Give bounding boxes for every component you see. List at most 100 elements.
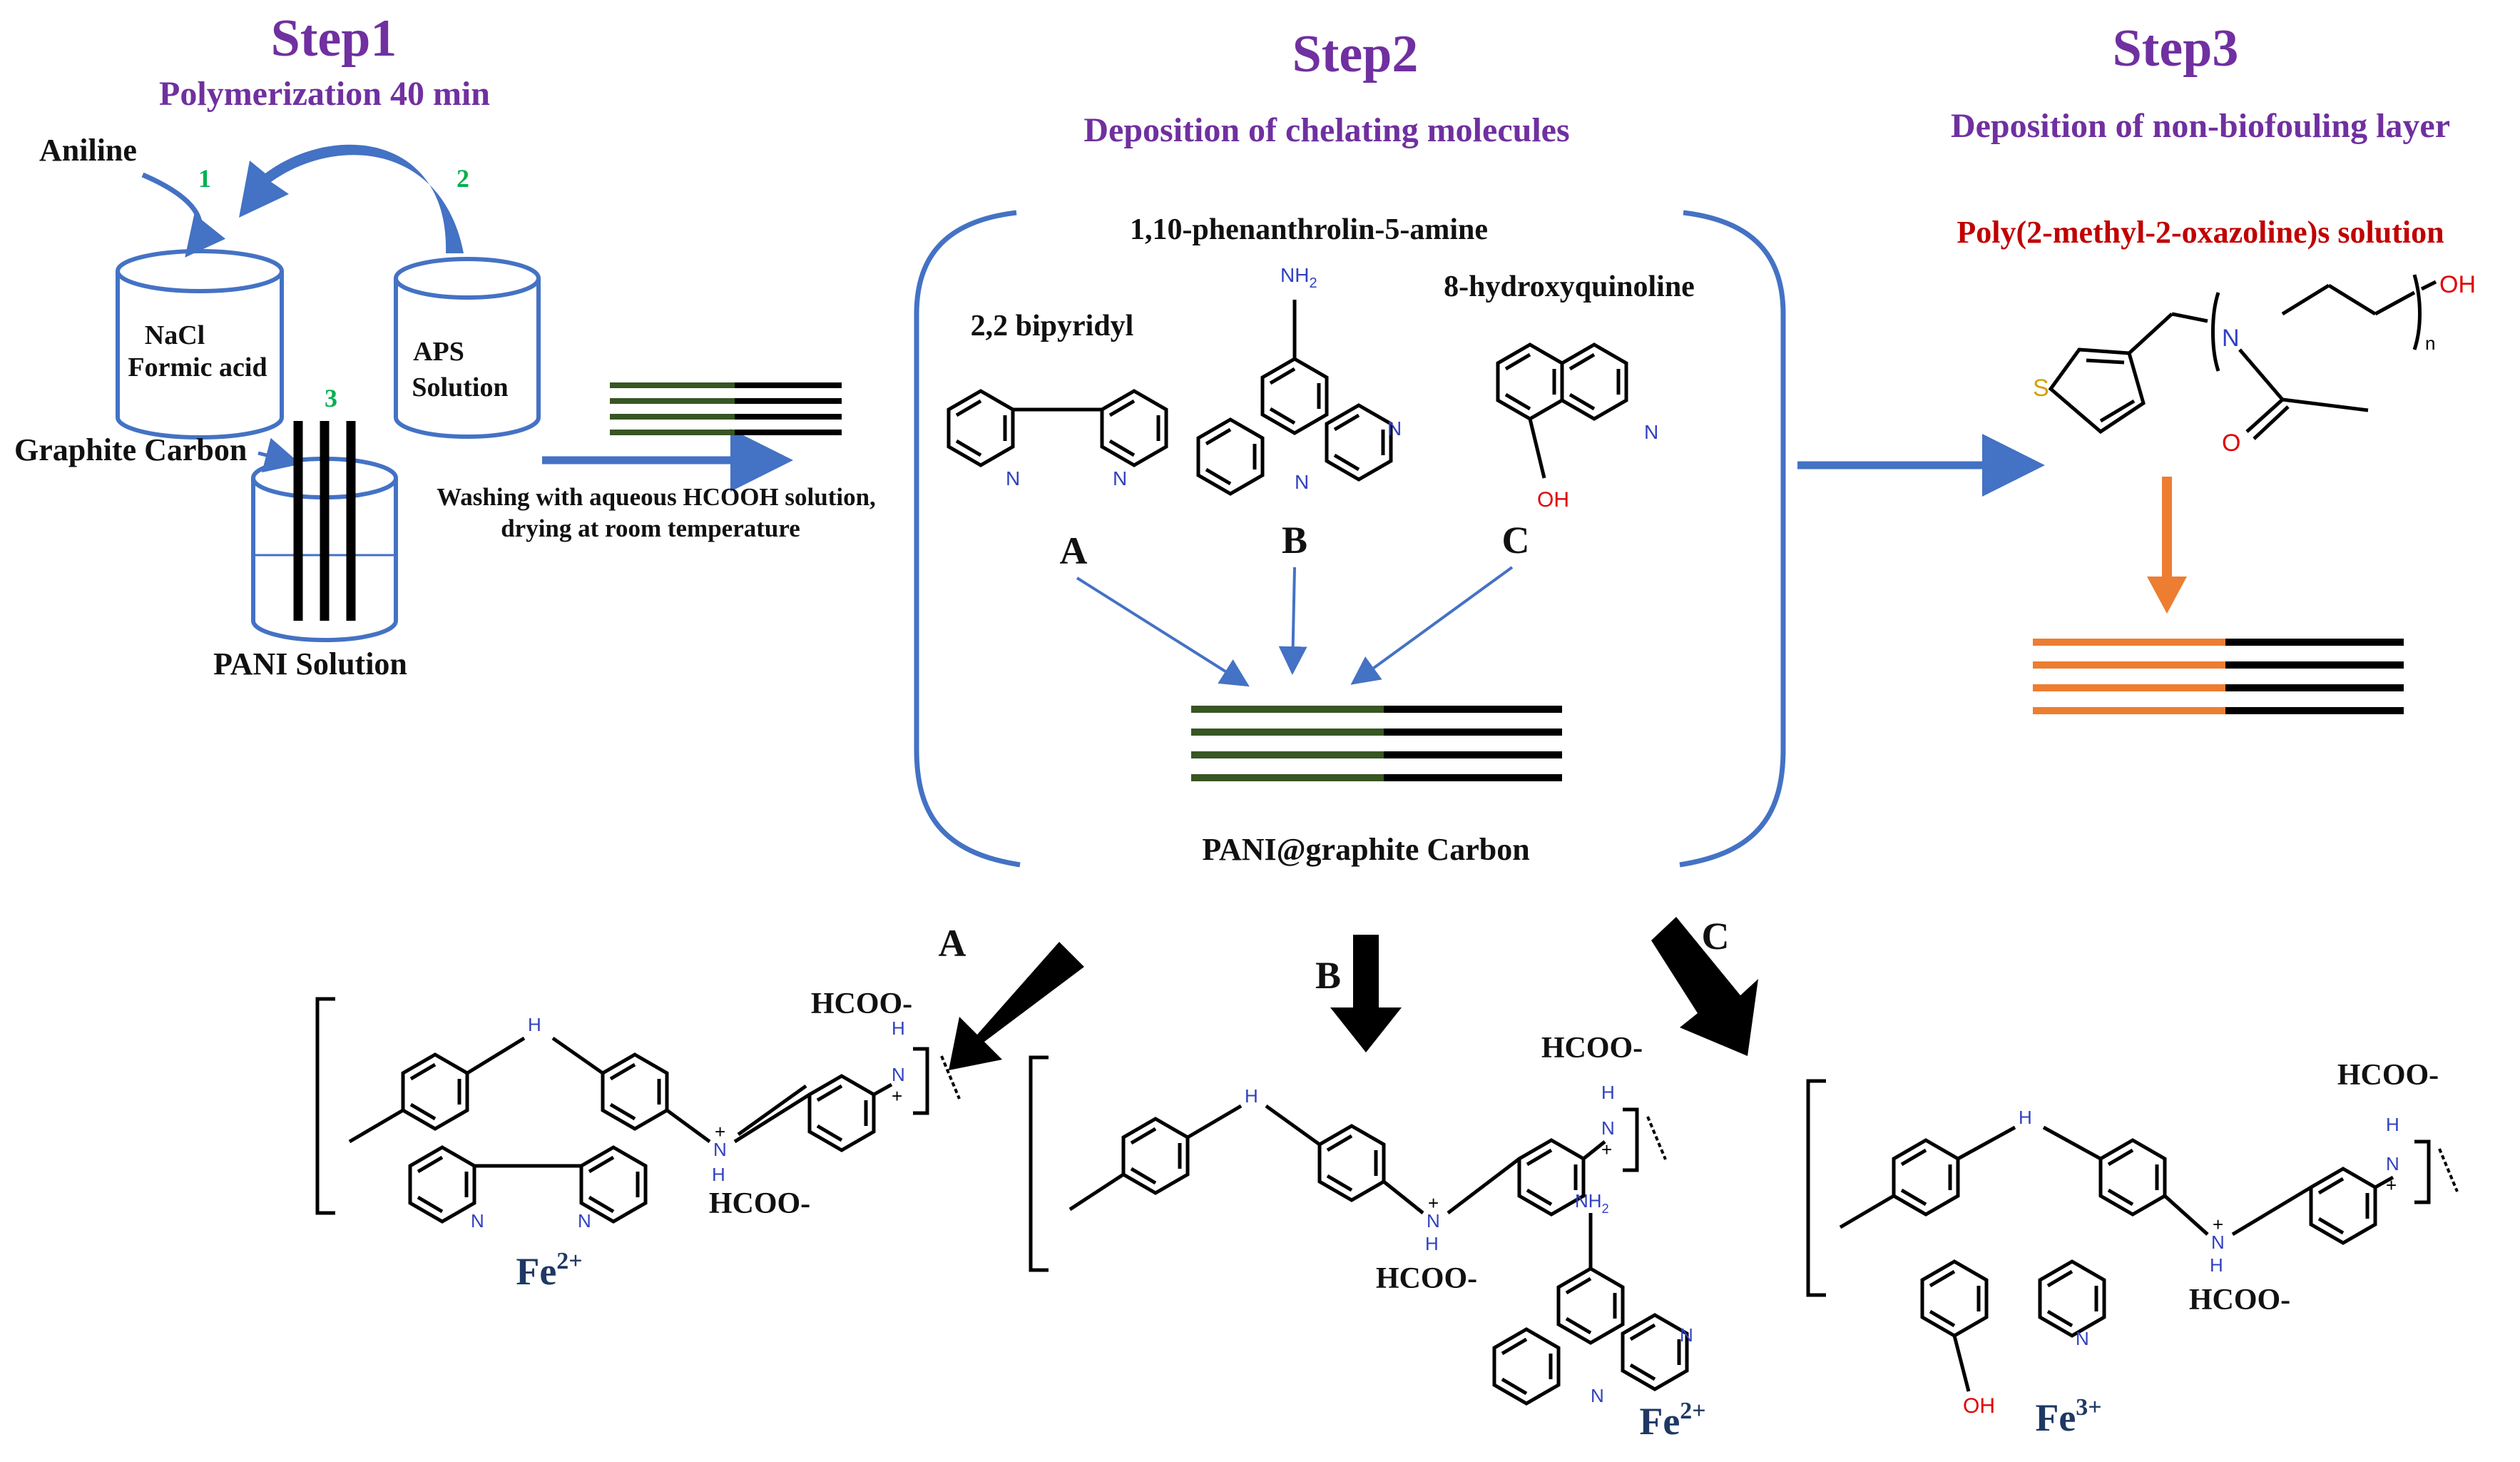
product-c-wavy: [2438, 1148, 2459, 1192]
product-a-n1: N: [713, 1139, 727, 1160]
product-b-py-n1: N: [1591, 1385, 1604, 1406]
product-a-fe: Fe2+: [516, 1248, 582, 1293]
orange-down-arrow-head: [2147, 577, 2187, 614]
product-c-h2: H: [2386, 1114, 2399, 1135]
product-b-formate1: HCOO-: [1541, 1032, 1643, 1065]
product-a-h2: H: [892, 1017, 905, 1039]
product-c-structure: [1839, 1125, 2394, 1392]
product-a-bracket: [315, 997, 335, 1215]
big-arrow-a: [949, 942, 1084, 1070]
product-a-plus2: +: [892, 1085, 902, 1107]
phen-n-bottom: N: [1295, 471, 1309, 493]
step-number-1: 1: [198, 164, 211, 193]
molecule-hydroxyquinoline: [1498, 345, 1626, 479]
molecule-bipyridyl: [949, 391, 1166, 465]
product-b-nh2: NH2: [1575, 1190, 1609, 1216]
molecule-phenanthroline: [1198, 300, 1391, 494]
product-a-plus1: +: [715, 1121, 725, 1142]
product-b-bracket: [1029, 1055, 1049, 1272]
step1-title: Step1: [271, 9, 397, 68]
hq-n: N: [1644, 421, 1658, 443]
product-c-nh: H: [2019, 1107, 2032, 1128]
step-number-3: 3: [325, 384, 337, 412]
letter-b: B: [1282, 519, 1307, 562]
step1-subtitle: Polymerization 40 min: [159, 75, 490, 113]
product-c-py-n: N: [2076, 1328, 2089, 1349]
right-brace: [1679, 210, 1786, 868]
arrow-c-to-electrode: [1350, 566, 1514, 685]
pani-solution-label: PANI Solution: [213, 646, 407, 681]
big-arrow-b-head: [1330, 1007, 1402, 1052]
pani-graphite-electrode: [1191, 706, 1562, 781]
product-a-structure: [348, 1036, 893, 1222]
product-b-n1: N: [1427, 1210, 1440, 1232]
product-c-formate2: HCOO-: [2189, 1284, 2290, 1316]
letter-c: C: [1502, 519, 1530, 562]
product-c-formate1: HCOO-: [2337, 1059, 2439, 1092]
product-c-fe: Fe3+: [2035, 1394, 2101, 1439]
beaker-nacl: [116, 249, 284, 440]
product-c-oh: OH: [1963, 1394, 1995, 1418]
beaker-aps: [394, 257, 541, 439]
final-electrode: [2033, 639, 2404, 714]
aps-transfer-arrow: [239, 144, 464, 253]
pmeox-s: S: [2033, 375, 2049, 402]
product-c-n1: N: [2211, 1232, 2225, 1253]
product-b-nh: H: [1245, 1085, 1258, 1107]
step2-subtitle: Deposition of chelating molecules: [1083, 111, 1569, 149]
pmeox-oh: OH: [2439, 271, 2476, 298]
product-b-wavy: [1646, 1116, 1667, 1160]
product-c-bracket-right: [2414, 1139, 2431, 1204]
product-b-formate2: HCOO-: [1376, 1262, 1477, 1295]
product-b-fe: Fe2+: [1639, 1398, 1705, 1443]
step-number-2: 2: [456, 164, 469, 193]
arrow-a-to-electrode: [1076, 577, 1250, 687]
bipy-n-right: N: [1113, 467, 1127, 489]
pmeox-n-sub: n: [2425, 332, 2435, 354]
hq-name: 8-hydroxyquinoline: [1444, 270, 1695, 303]
product-a-h1: H: [712, 1164, 725, 1185]
product-b-py-n2: N: [1680, 1324, 1693, 1346]
graphite-electrodes: [293, 421, 356, 621]
pani-graphite-label: PANI@graphite Carbon: [1202, 832, 1529, 867]
pmeox-o: O: [2222, 430, 2240, 457]
product-c-bracket: [1806, 1079, 1826, 1297]
product-b-h2: H: [1601, 1082, 1615, 1103]
washing-line2: drying at room temperature: [501, 514, 800, 542]
product-c-n2: N: [2386, 1153, 2399, 1174]
product-a-py-n2: N: [578, 1210, 591, 1232]
orange-down-arrow-shaft: [2162, 477, 2172, 577]
product-a-bracket-right: [913, 1047, 929, 1115]
product-c-plus2: +: [2386, 1174, 2397, 1196]
product-a-wavy: [940, 1055, 961, 1100]
phen-name: 1,10-phenanthrolin-5-amine: [1130, 213, 1488, 246]
arrow-b-to-electrode: [1278, 567, 1307, 675]
pmeox-n: N: [2222, 325, 2240, 352]
phen-nh2: NH2: [1280, 264, 1317, 291]
product-b-structure: [1068, 1104, 1687, 1403]
product-letter-b: B: [1315, 954, 1341, 997]
aniline-label: Aniline: [39, 133, 137, 168]
beaker-aps-line1: APS: [413, 337, 464, 367]
step3-title: Step3: [2113, 19, 2239, 78]
bipy-n-left: N: [1006, 467, 1020, 489]
product-letter-a: A: [939, 922, 966, 965]
product-c-h1: H: [2210, 1254, 2223, 1276]
step2-title: Step2: [1292, 25, 1419, 83]
beaker-nacl-line1: NaCl: [145, 320, 205, 350]
big-arrow-b-shaft: [1353, 935, 1379, 1010]
step3-subtitle: Deposition of non-biofouling layer: [1951, 107, 2450, 145]
beaker-nacl-line2: Formic acid: [128, 352, 267, 382]
letter-a: A: [1060, 529, 1088, 572]
product-b-h1: H: [1425, 1233, 1439, 1254]
product-a-formate2: HCOO-: [709, 1187, 810, 1220]
product-a-formate1: HCOO-: [811, 988, 912, 1020]
beaker-aps-line2: Solution: [412, 372, 508, 402]
coated-electrode-step1: [610, 382, 842, 435]
washing-line1: Washing with aqueous HCOOH solution,: [437, 483, 876, 511]
product-a-nh: H: [528, 1014, 541, 1035]
product-b-plus1: +: [1428, 1192, 1439, 1214]
product-letter-c: C: [1702, 915, 1730, 958]
